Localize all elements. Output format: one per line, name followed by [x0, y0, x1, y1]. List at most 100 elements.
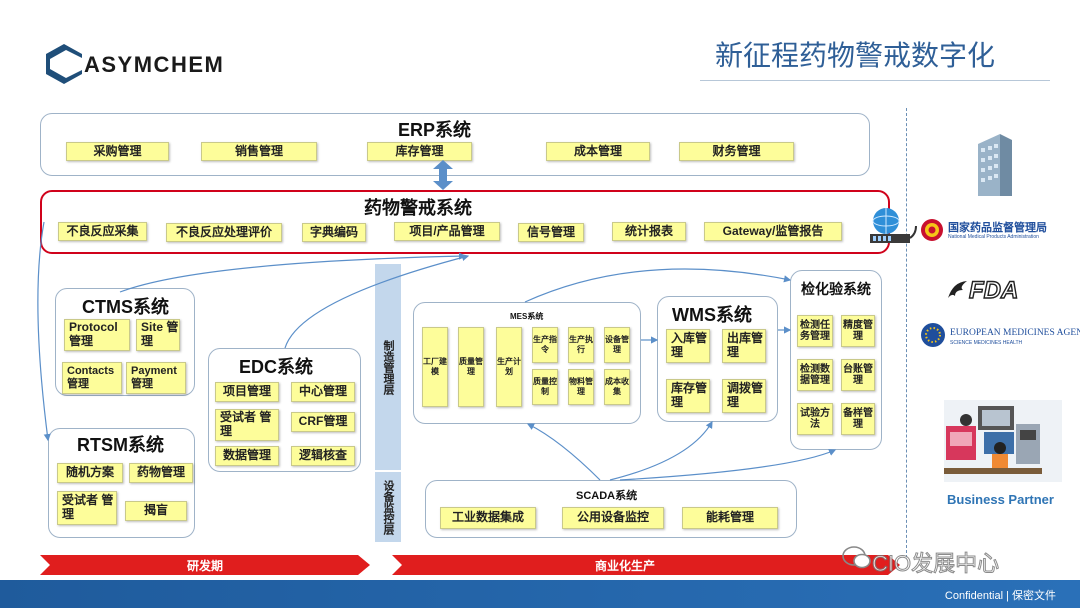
page-title: 新征程药物警戒数字化 [715, 39, 996, 72]
lims-item: 试验方法 [797, 403, 833, 435]
watermark-text: CIO发展中心 [871, 551, 1000, 577]
ema-stars-icon [921, 323, 945, 347]
pv-item: 统计报表 [612, 222, 686, 241]
scada-to-mes-connector [526, 423, 601, 481]
edc-title: EDC系统 [239, 357, 314, 377]
pv-item: 不良反应处理评价 [166, 223, 282, 242]
mes-item: 生产计划 [496, 327, 522, 407]
rtsm-panel: RTSM系统 随机方案 药物管理 受试者 管理 揭盲 [48, 428, 195, 538]
header-divider [700, 80, 1050, 81]
footer-confidential: Confidential | 保密文件 [944, 590, 1056, 602]
lims-item: 精度管理 [841, 315, 875, 347]
scada-to-lims-connector [619, 449, 837, 481]
mes-item: 生产指令 [532, 327, 558, 363]
mes-panel: MES系统 工厂建模 质量管理 生产计划 生产指令 生产执行 设备管理 质量控制… [413, 302, 641, 424]
ctms-panel: CTMS系统 Protocol 管理 Site 管理 Contacts 管理 P… [55, 288, 195, 396]
edc-item: 受试者 管理 [215, 409, 279, 441]
wms-item: 调拨管理 [722, 379, 766, 413]
wms-item: 库存管理 [666, 379, 710, 413]
erp-item: 销售管理 [201, 142, 317, 161]
lims-panel: 检化验系统 检测任务管理 精度管理 检测数据管理 台账管理 试验方法 备样管理 [790, 270, 882, 450]
wms-item: 入库管理 [666, 329, 710, 363]
nmpa-english: National Medical Products Administration [948, 234, 1039, 240]
ema-logo: EUROPEAN MEDICINES AGENCY SCIENCE MEDICI… [920, 320, 1080, 352]
manufacturing-layer-label: 制造管理层 [382, 339, 394, 395]
rtsm-item: 受试者 管理 [57, 491, 117, 525]
logo-mark-icon [46, 44, 82, 84]
fda-wordmark: FDA [968, 276, 1019, 304]
ctms-item: Protocol 管理 [64, 319, 130, 351]
pv-item: 不良反应采集 [58, 222, 147, 241]
scada-panel: SCADA系统 工业数据集成 公用设备监控 能耗管理 [425, 480, 797, 538]
pv-title: 药物警戒系统 [364, 198, 472, 218]
ctms-item: Payment 管理 [126, 362, 186, 394]
scada-to-wms-connector [609, 420, 713, 481]
lims-item: 检测任务管理 [797, 315, 833, 347]
building-icon [978, 134, 1012, 196]
mes-title: MES系统 [510, 312, 544, 321]
mes-item: 设备管理 [604, 327, 630, 363]
pv-left-loop-connector [37, 221, 51, 442]
rd-phase-arrow [40, 555, 370, 575]
scada-item: 能耗管理 [682, 507, 778, 529]
rtsm-item: 揭盲 [125, 501, 187, 521]
erp-item: 成本管理 [546, 142, 650, 161]
ema-sub: SCIENCE MEDICINES HEALTH [950, 340, 1023, 346]
rtsm-title: RTSM系统 [77, 435, 164, 455]
wms-title: WMS系统 [672, 305, 752, 325]
erp-item: 库存管理 [367, 142, 472, 161]
erp-item: 采购管理 [66, 142, 169, 161]
scada-item: 公用设备监控 [562, 507, 664, 529]
lims-title: 检化验系统 [801, 281, 871, 297]
lims-item: 备样管理 [841, 403, 875, 435]
pv-item: 字典编码 [302, 223, 366, 242]
pv-panel: 药物警戒系统 不良反应采集 不良反应处理评价 字典编码 项目/产品管理 信号管理… [40, 190, 890, 254]
commercial-phase-label: 商业化生产 [594, 559, 655, 573]
erp-pv-double-arrow-icon [433, 160, 453, 190]
lims-item: 检测数据管理 [797, 359, 833, 391]
commercial-phase-arrow [392, 555, 900, 575]
edc-item: CRF管理 [291, 412, 355, 432]
scada-title: SCADA系统 [576, 490, 638, 502]
equipment-layer-label: 设备监控层 [382, 479, 394, 535]
erp-panel: ERP系统 采购管理 销售管理 库存管理 成本管理 财务管理 [40, 113, 870, 176]
nmpa-emblem-icon [921, 219, 943, 241]
ctms-to-pv-connector [119, 252, 467, 293]
business-partner-office-icon [944, 406, 1042, 474]
mes-item: 工厂建模 [422, 327, 448, 407]
manufacturing-layer-band: 制造管理层 [375, 264, 401, 470]
edc-item: 项目管理 [215, 382, 279, 402]
pv-item: Gateway/监管报告 [704, 222, 842, 241]
logo-text: ASYMCHEM [84, 52, 225, 77]
edc-item: 数据管理 [215, 446, 279, 466]
lims-item: 台账管理 [841, 359, 875, 391]
mes-item: 质量管理 [458, 327, 484, 407]
wms-item: 出库管理 [722, 329, 766, 363]
edc-item: 逻辑核查 [291, 446, 355, 466]
erp-title: ERP系统 [398, 120, 472, 140]
fda-logo: FDA [945, 276, 1035, 306]
rtsm-item: 随机方案 [57, 463, 123, 483]
erp-item: 财务管理 [679, 142, 794, 161]
pv-item: 项目/产品管理 [394, 222, 500, 241]
equipment-layer-band: 设备监控层 [375, 472, 401, 542]
ctms-item: Contacts 管理 [62, 362, 122, 394]
ema-name: EUROPEAN MEDICINES AGENCY [950, 328, 1080, 338]
ctms-item: Site 管理 [136, 319, 180, 351]
rd-phase-label: 研发期 [186, 559, 223, 573]
mes-item: 质量控制 [532, 369, 558, 405]
nmpa-logo: 国家药品监督管理局 National Medical Products Admi… [920, 216, 1080, 248]
scada-item: 工业数据集成 [440, 507, 536, 529]
footer-bar: Confidential | 保密文件 [0, 580, 1080, 608]
logo: ASYMCHEM [44, 42, 274, 88]
nmpa-name: 国家药品监督管理局 [948, 222, 1047, 234]
wechat-icon [842, 546, 871, 569]
hhs-eagle-icon [948, 281, 967, 298]
rtsm-item: 药物管理 [129, 463, 193, 483]
wms-panel: WMS系统 入库管理 出库管理 库存管理 调拨管理 [657, 296, 778, 422]
business-partner-label: Business Partner [947, 492, 1054, 507]
dashed-separator [906, 108, 907, 558]
mes-item: 生产执行 [568, 327, 594, 363]
globe-gateway-icon [870, 208, 917, 243]
edc-item: 中心管理 [291, 382, 355, 402]
